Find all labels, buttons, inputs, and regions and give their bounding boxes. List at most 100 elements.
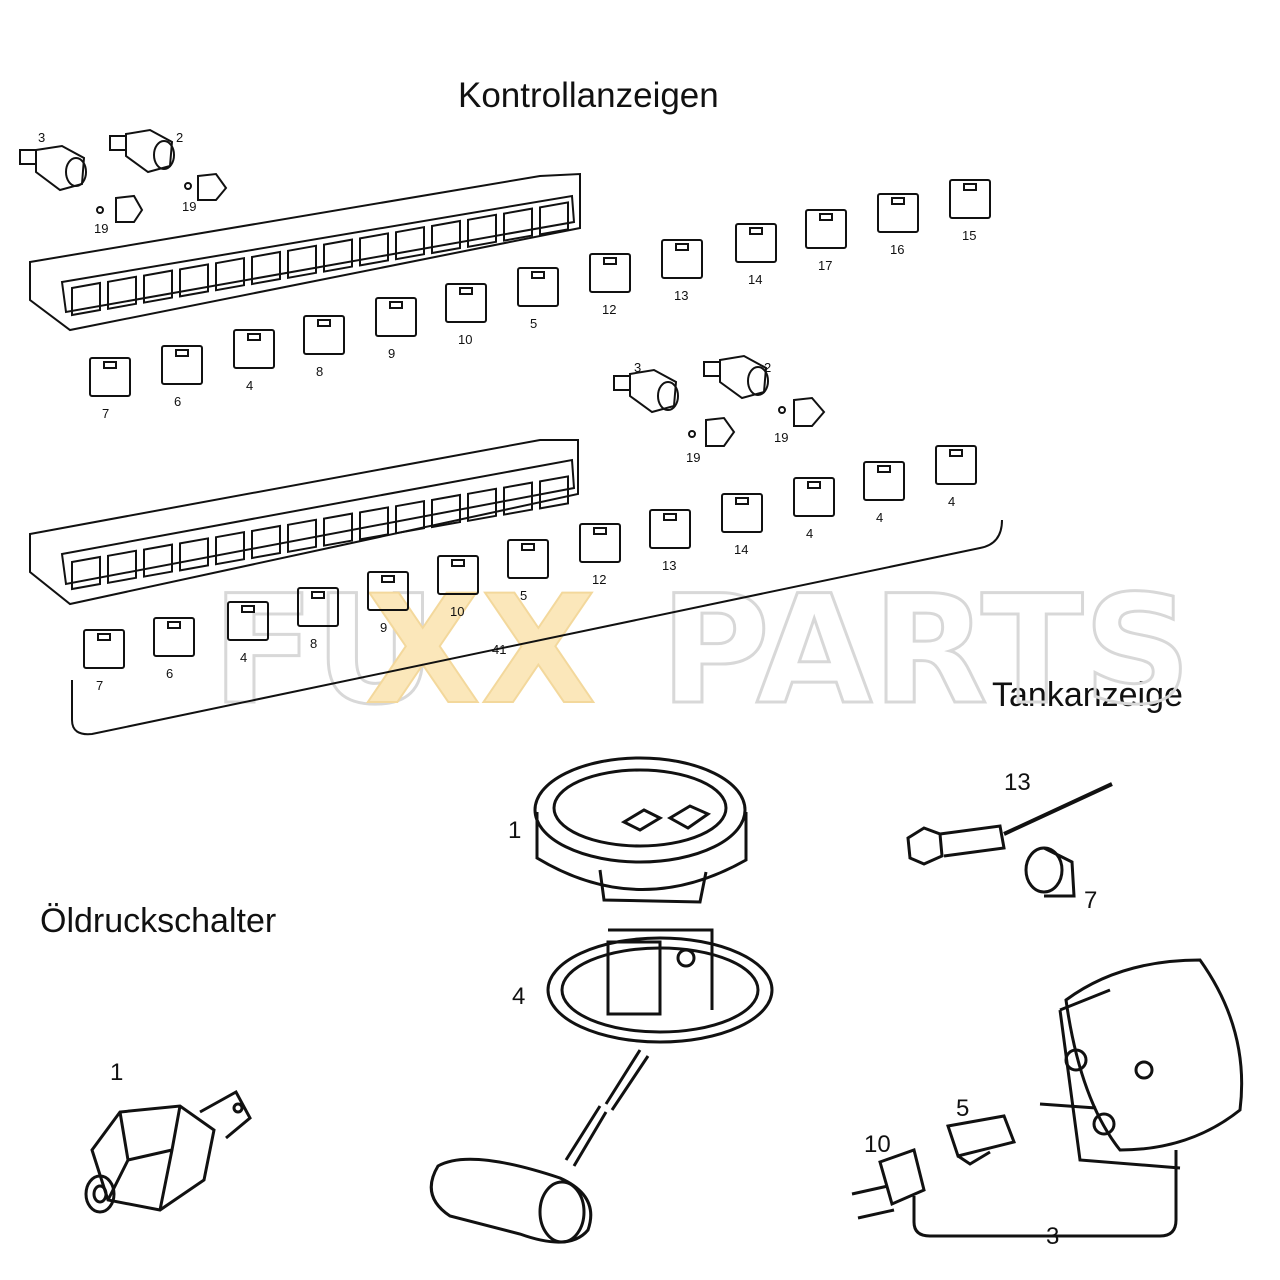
title-oeldruckschalter: Öldruckschalter <box>40 902 277 940</box>
upper-panel-cell <box>143 269 173 304</box>
oil-pressure-switch <box>84 1089 252 1214</box>
upper-indicator-cap <box>375 297 417 337</box>
lower-panel-cell <box>179 537 209 572</box>
lower-cap-label: 14 <box>734 542 748 557</box>
upper-cap-label: 8 <box>316 364 323 379</box>
gauge-holder-label: 10 <box>864 1131 891 1158</box>
title-tankanzeige: Tankanzeige <box>992 676 1183 714</box>
upper-indicator-cap <box>89 357 131 397</box>
upper-socket-3 <box>19 144 87 192</box>
lower-panel-cell <box>539 475 569 510</box>
upper-cap-label: 15 <box>962 228 976 243</box>
upper-cap-tab <box>389 301 403 309</box>
upper-cap-label: 12 <box>602 302 616 317</box>
upper-panel-front <box>60 194 576 314</box>
upper-panel-cell <box>251 250 281 286</box>
lower-indicator-cap <box>793 477 835 517</box>
lower-indicator-cap <box>721 493 763 533</box>
upper-panel-cell <box>287 244 317 279</box>
upper-socket-3-label: 3 <box>38 130 45 145</box>
upper-indicator-cap <box>735 223 777 263</box>
upper-bulb-19b-label: 19 <box>182 199 196 214</box>
lower-indicator-cap <box>297 587 339 627</box>
upper-panel-cell <box>215 257 245 292</box>
fuel-gauge-assembly <box>851 782 1244 1238</box>
lower-cap-tab <box>663 513 677 521</box>
upper-cap-label: 16 <box>890 242 904 257</box>
upper-panel-cell <box>539 201 569 236</box>
upper-cap-tab <box>819 213 833 221</box>
lower-panel-cell <box>251 524 281 560</box>
watermark-xx: XX <box>365 564 596 738</box>
upper-indicator-cap <box>517 267 559 307</box>
bracket-41-label: 41 <box>492 642 506 657</box>
lower-cap-label: 4 <box>240 650 247 665</box>
bracket-41-line <box>71 519 1003 736</box>
upper-socket-2 <box>109 128 175 174</box>
lower-cap-tab <box>97 633 111 641</box>
upper-cap-tab <box>247 333 261 341</box>
upper-cap-label: 13 <box>674 288 688 303</box>
upper-cap-tab <box>891 197 905 205</box>
upper-cap-tab <box>749 227 763 235</box>
upper-cap-tab <box>459 287 473 295</box>
lower-indicator-cap <box>863 461 905 501</box>
lower-panel-cell <box>359 506 389 541</box>
lower-cap-tab <box>521 543 535 551</box>
upper-indicator-cap <box>877 193 919 233</box>
lower-cap-tab <box>735 497 749 505</box>
lower-panel-front <box>60 458 576 586</box>
callout-labels: 3 2 19 19 3 2 19 19 41 1 4 13 7 5 10 3 1 <box>38 130 1097 1250</box>
lower-indicator-cap <box>935 445 977 485</box>
lower-socket-3-label: 3 <box>634 360 641 375</box>
upper-indicator-cap <box>161 345 203 385</box>
upper-indicator-cap <box>233 329 275 369</box>
lower-cap-tab <box>167 621 181 629</box>
upper-panel-cell <box>71 281 101 317</box>
lower-panel-cell <box>215 531 245 566</box>
upper-cap-label: 17 <box>818 258 832 273</box>
gauge-bulb-label: 5 <box>956 1095 969 1122</box>
lower-indicator-cap <box>83 629 125 669</box>
lower-cap-label: 4 <box>876 510 883 525</box>
upper-indicator-cap <box>303 315 345 355</box>
lower-indicator-cap <box>153 617 195 657</box>
upper-socket-2-label: 2 <box>176 130 183 145</box>
lower-cap-label: 10 <box>450 604 464 619</box>
lower-cap-tab <box>451 559 465 567</box>
title-kontrollanzeigen: Kontrollanzeigen <box>458 76 719 115</box>
lower-bulb-19b-label: 19 <box>774 430 788 445</box>
lower-cap-label: 5 <box>520 588 527 603</box>
lower-cap-label: 6 <box>166 666 173 681</box>
switch-part-label: 1 <box>110 1059 123 1086</box>
upper-cap-label: 9 <box>388 346 395 361</box>
upper-panel-cell <box>359 232 389 267</box>
upper-cap-tab <box>531 271 545 279</box>
lower-cap-label: 4 <box>806 526 813 541</box>
upper-indicator-cap <box>589 253 631 293</box>
lower-panel-cell <box>71 555 101 591</box>
lower-cap-label: 13 <box>662 558 676 573</box>
lower-cap-tab <box>241 605 255 613</box>
lower-socket-2-label: 2 <box>764 360 771 375</box>
upper-cap-tab <box>317 319 331 327</box>
lower-cap-tab <box>949 449 963 457</box>
upper-panel-cell <box>107 275 137 310</box>
fuel-level-sender <box>429 756 774 1244</box>
upper-indicator-cap <box>949 179 991 219</box>
upper-cap-tab <box>963 183 977 191</box>
lower-panel-cell <box>143 543 173 578</box>
lower-cap-label: 8 <box>310 636 317 651</box>
upper-cap-tab <box>103 361 117 369</box>
lower-panel-cell <box>467 487 497 522</box>
upper-indicator-cap <box>805 209 847 249</box>
gauge-sleeve-label: 7 <box>1084 887 1097 914</box>
lower-cap-tab <box>311 591 325 599</box>
upper-cap-label: 10 <box>458 332 472 347</box>
upper-cap-label: 5 <box>530 316 537 331</box>
lower-cap-label: 12 <box>592 572 606 587</box>
